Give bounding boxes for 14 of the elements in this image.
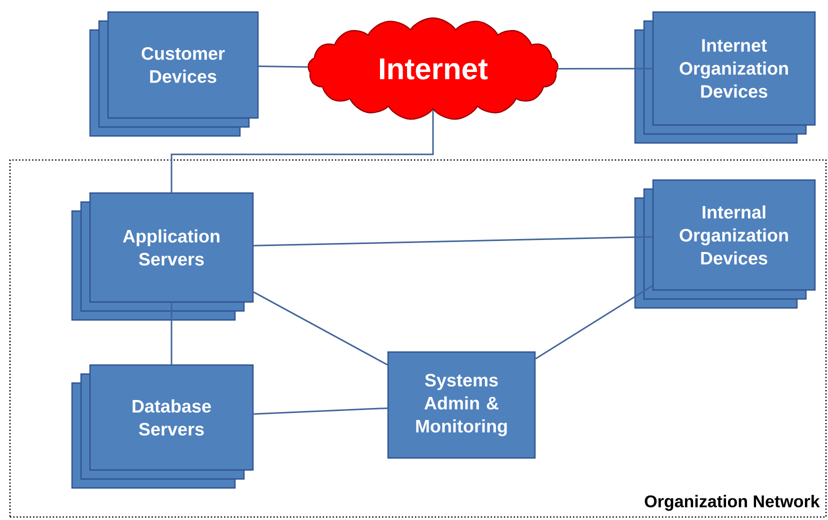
connector-line: [170, 110, 434, 192]
stacked-box: Database Servers: [71, 364, 254, 489]
stacked-box: Internet Organization Devices: [634, 11, 816, 144]
connector-line: [254, 236, 652, 246]
connector-line: [535, 285, 653, 360]
stacked-box: Customer Devices: [89, 11, 259, 137]
connector-line: [254, 407, 388, 415]
stacked-box: Application Servers: [71, 192, 254, 321]
connector-line: [258, 65, 308, 68]
process-box: Systems Admin & Monitoring: [387, 351, 536, 459]
connector-line: [558, 68, 652, 70]
stacked-box: Internal Organization Devices: [634, 179, 816, 309]
connector-line: [170, 302, 172, 364]
connector-line: [253, 291, 388, 366]
